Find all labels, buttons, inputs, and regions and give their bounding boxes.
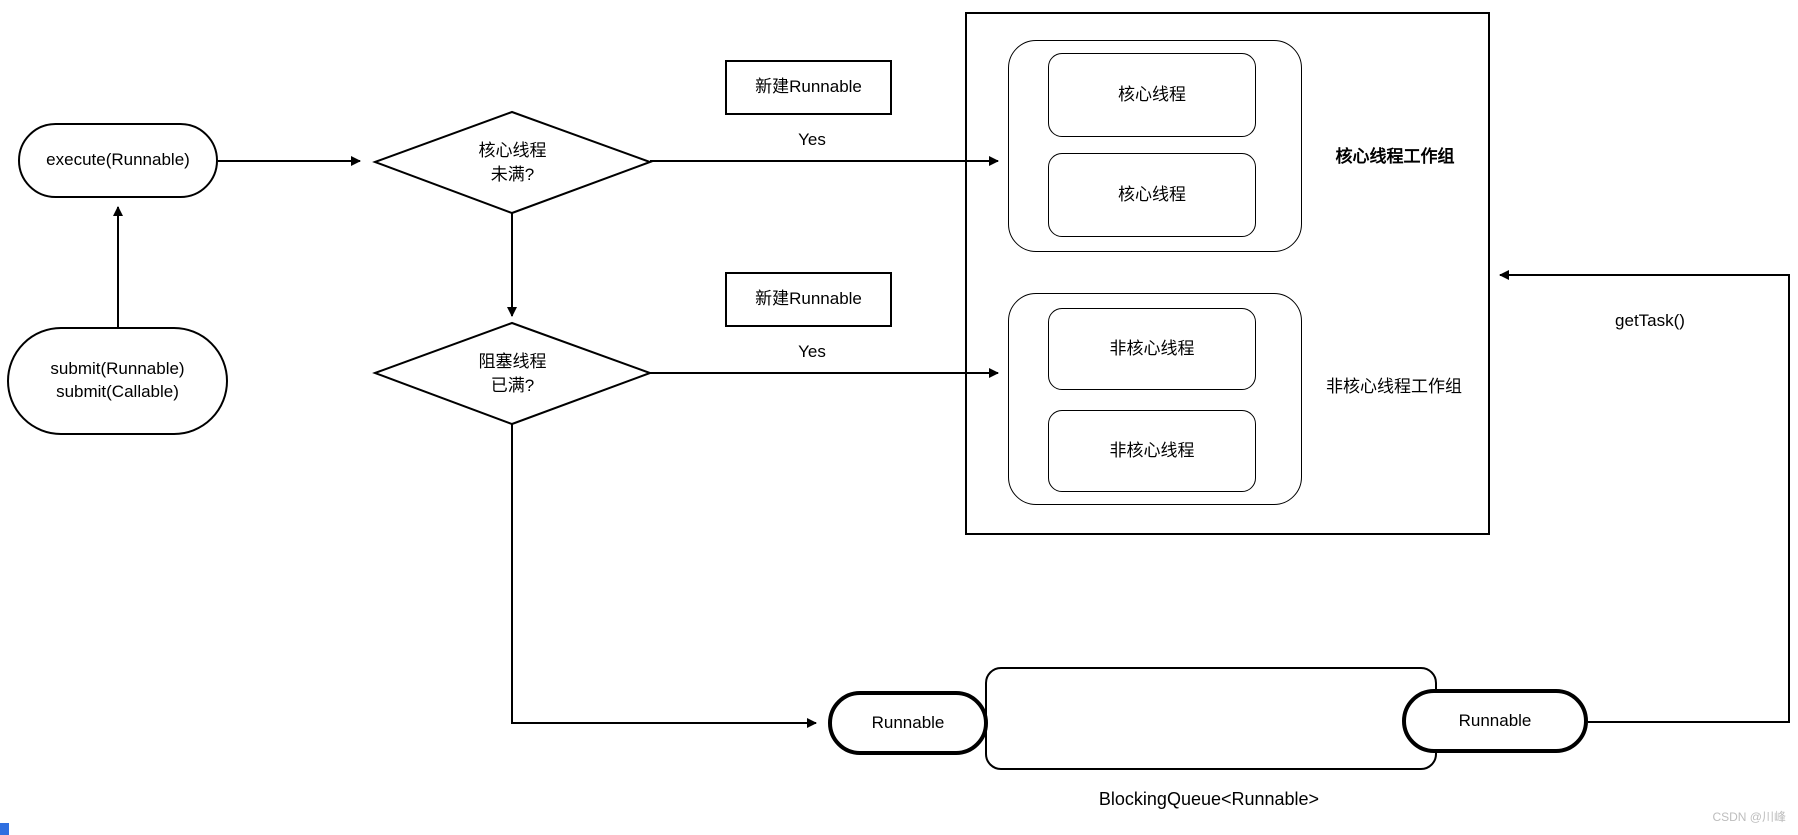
runnable-node-right: Runnable (1402, 689, 1588, 753)
noncore-group-label: 非核心线程工作组 (1326, 376, 1462, 396)
noncore-worker-group (1008, 293, 1302, 505)
core-group-label: 核心线程工作组 (1335, 146, 1455, 166)
blocking-queue-label: BlockingQueue<Runnable> (1098, 789, 1320, 810)
core-worker-group (1008, 40, 1302, 252)
submit-node-line1: submit(Runnable) (50, 359, 185, 379)
noncore-thread-2-label: 非核心线程 (1109, 440, 1195, 460)
submit-node: submit(Runnable) submit(Callable) (7, 327, 228, 435)
submit-node-line2: submit(Callable) (56, 382, 179, 401)
execute-node-label: execute(Runnable) (46, 150, 190, 170)
execute-node: execute(Runnable) (18, 123, 218, 198)
new-runnable-bottom-label: 新建Runnable (755, 289, 862, 309)
new-runnable-top-label: 新建Runnable (755, 77, 862, 97)
runnable-right-label: Runnable (1458, 710, 1532, 730)
core-decision-diamond (372, 110, 653, 215)
new-runnable-box-top: 新建Runnable (725, 60, 892, 115)
queue-decision-line2: 已满? (490, 375, 535, 395)
core-thread-2-label: 核心线程 (1118, 184, 1186, 204)
edge-queue-decision-to-runnable (511, 424, 817, 728)
queue-decision-line1: 阻塞线程 (478, 351, 547, 371)
runnable-node-left: Runnable (828, 691, 988, 755)
noncore-thread-1-label: 非核心线程 (1109, 338, 1195, 358)
core-decision-line2: 未满? (490, 164, 535, 184)
blue-corner-mark (0, 823, 9, 835)
core-decision-text: 核心线程 未满? (400, 120, 625, 205)
queue-decision-text: 阻塞线程 已满? (400, 331, 625, 416)
noncore-thread-box-1: 非核心线程 (1048, 308, 1256, 390)
core-thread-box-1: 核心线程 (1048, 53, 1256, 137)
queue-decision-diamond (372, 321, 653, 426)
yes-label-bottom: Yes (798, 341, 826, 361)
edge-gettask-loop (1499, 270, 1790, 723)
core-decision-line1: 核心线程 (478, 140, 547, 160)
yes-label-top: Yes (798, 129, 826, 149)
noncore-thread-box-2: 非核心线程 (1048, 410, 1256, 492)
core-thread-1-label: 核心线程 (1118, 84, 1186, 104)
core-thread-box-2: 核心线程 (1048, 153, 1256, 237)
blocking-queue-rect (985, 667, 1437, 770)
gettask-label: getTask() (1615, 310, 1685, 330)
csdn-watermark: CSDN @川峰 (1712, 810, 1786, 824)
new-runnable-box-bottom: 新建Runnable (725, 272, 892, 327)
runnable-left-label: Runnable (871, 712, 945, 732)
threadpool-container (965, 12, 1490, 535)
